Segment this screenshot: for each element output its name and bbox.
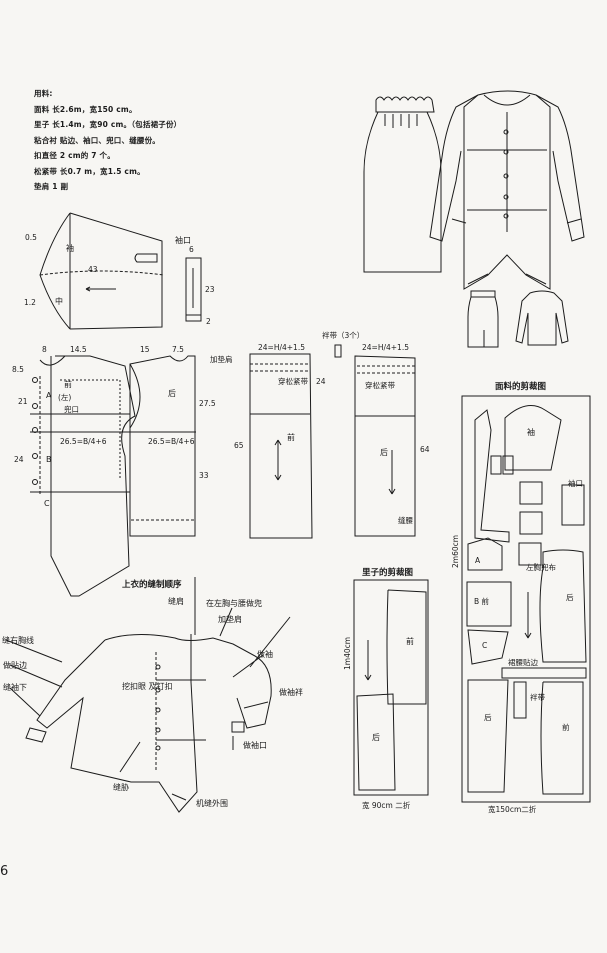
skirt-back-label: 后 — [380, 447, 388, 457]
skirt-illustration — [363, 96, 442, 273]
back-bodice-pattern — [128, 355, 196, 537]
sleeve-dim-12: 1.2 — [24, 298, 36, 307]
materials-list: 用料: 面料 长2.6m，宽150 cm。 里子 长1.4m，宽90 cm。（包… — [34, 86, 181, 195]
step-12: 加垫肩 — [218, 614, 242, 624]
section-b: B — [46, 455, 52, 464]
shoulder-pad-note: 加垫肩 — [210, 354, 233, 364]
fabric-layout — [461, 395, 591, 803]
front-dim-85: 8.5 — [12, 365, 24, 374]
step-5: 缝胁 — [113, 782, 129, 792]
material-interfacing: 粘合衬 贴边、袖口、兜口、缝腰份。 — [34, 135, 161, 145]
step-8: 缝袖下 — [3, 682, 27, 692]
material-elastic: 松紧带 长0.7 m，宽1.5 cm。 — [34, 166, 145, 176]
front-dim-21: 21 — [18, 397, 28, 406]
back-top-dim-2: 7.5 — [172, 345, 184, 354]
skirt-back-seam: 缝腰 — [398, 515, 413, 525]
skirt-back-top-dim: 24=H/4+1.5 — [362, 343, 409, 352]
front-pocket-label: 兜口 — [64, 404, 79, 414]
lining-width: 宽 90cm 二折 — [362, 800, 411, 810]
thumbnail-blouse — [515, 290, 569, 346]
front-bodice-pattern — [30, 355, 136, 597]
skirt-front-elastic: 穿松紧带 — [278, 376, 308, 386]
jacket-sewing-diagram — [5, 577, 291, 813]
back-bust-dim: 26.5=B/4+6 — [148, 437, 195, 446]
fabric-loop-label: 袢带 — [530, 692, 545, 702]
lining-layout — [353, 579, 429, 796]
cuff-length: 23 — [205, 285, 215, 294]
back-dim-275: 27.5 — [199, 399, 216, 408]
page-number: 6 — [0, 864, 9, 879]
thumbnail-skirt — [467, 290, 499, 348]
material-buttons: 扣直径 2 cm的 7 个。 — [34, 151, 115, 160]
cuff-label: 袖口 — [175, 235, 191, 245]
sleeve-pattern — [39, 212, 165, 330]
fabric-piece-c: C — [482, 641, 487, 650]
step-6: 机缝外围 — [196, 798, 228, 808]
lining-front-label: 前 — [406, 636, 414, 646]
back-label: 后 — [168, 388, 176, 398]
front-top-dim-1: 8 — [42, 345, 47, 354]
fabric-piece-b: B 前 — [474, 596, 490, 606]
lining-layout-title: 里子的剪裁图 — [362, 567, 413, 578]
skirt-front-top-dim: 24=H/4+1.5 — [258, 343, 305, 352]
fabric-sleeve-label: 袖 — [527, 427, 535, 437]
fabric-waistband-label: 裙腰贴边 — [508, 657, 538, 667]
material-fabric: 面料 长2.6m，宽150 cm。 — [34, 104, 137, 114]
sleeve-length-dim: 43 — [88, 265, 98, 274]
back-dim-33: 33 — [199, 471, 209, 480]
fabric-chest-pocket-label: 左胸兜布 — [526, 562, 556, 572]
section-c: C — [44, 499, 50, 508]
loop-strip-label: 袢带（3个） — [322, 330, 364, 340]
skirt-back-length: 64 — [420, 445, 430, 454]
fabric-width: 宽150cm二折 — [488, 804, 537, 814]
jacket-illustration — [429, 90, 585, 290]
skirt-back-elastic: 穿松紧带 — [365, 380, 395, 390]
skirt-front-pattern — [249, 353, 313, 539]
skirt-front-hip: 24 — [316, 377, 326, 386]
skirt-front-label: 前 — [287, 432, 295, 442]
front-bust-dim: 26.5=B/4+6 — [60, 437, 107, 446]
loop-strip-pattern — [334, 344, 342, 358]
sewing-order-title: 上衣的缝制顺序 — [122, 579, 182, 590]
front-side-label: (左) — [58, 392, 71, 402]
step-3: 缝肩 — [168, 596, 184, 606]
step-1: 在左胸与腰做兜 — [206, 598, 262, 608]
buttonhole-note: 挖扣眼 及钉扣 — [122, 681, 173, 691]
section-a: A — [46, 391, 52, 400]
step-4: 做贴边 — [3, 660, 27, 670]
step-2: 缝右胸线 — [2, 635, 34, 645]
lining-back-label: 后 — [372, 732, 380, 742]
sleeve-label: 袖 — [66, 243, 74, 253]
sleeve-center-label: 中 — [55, 296, 63, 306]
fabric-skirt-front-label: 前 — [562, 722, 570, 732]
fabric-cuff-label: 袖口 — [568, 478, 583, 488]
step-10: 做袖 — [257, 649, 273, 659]
materials-title: 用料: — [34, 89, 53, 98]
fabric-length: 2m60cm — [451, 535, 460, 568]
lining-length: 1m40cm — [343, 637, 352, 670]
sleeve-dim-dot: 0.5 — [25, 233, 37, 242]
cuff-hem: 2 — [206, 317, 211, 326]
material-shoulder-pads: 垫肩 1 副 — [34, 182, 69, 191]
cuff-pattern — [185, 257, 202, 322]
skirt-front-length: 65 — [234, 441, 244, 450]
fabric-skirt-back-label: 后 — [484, 712, 492, 722]
front-label: 前 — [64, 379, 72, 389]
fabric-piece-a: A — [475, 556, 481, 565]
step-7: 做袖袢 — [279, 687, 303, 697]
fabric-layout-title: 面料的剪裁图 — [495, 381, 546, 392]
skirt-back-pattern — [354, 355, 416, 537]
back-top-dim-1: 15 — [140, 345, 150, 354]
front-dim-24: 24 — [14, 455, 24, 464]
fabric-back-label: 后 — [566, 592, 574, 602]
step-9: 做袖口 — [243, 740, 267, 750]
cuff-width: 6 — [189, 245, 194, 254]
material-lining: 里子 长1.4m，宽90 cm。（包括裙子份） — [34, 120, 182, 129]
front-top-dim-2: 14.5 — [70, 345, 87, 354]
